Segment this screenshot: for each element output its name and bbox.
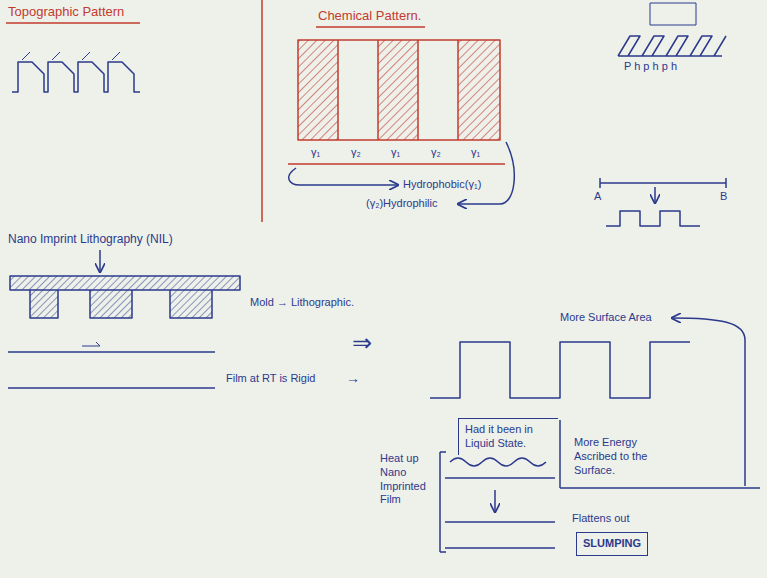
note-label: (γ₂)Hydrophilic — [366, 197, 438, 211]
note-label: Nano Imprint Lithography (NIL) — [8, 232, 173, 247]
note-label: Film at RT is Rigid — [226, 372, 315, 386]
arrow — [654, 187, 656, 203]
imprinted-film — [430, 342, 690, 398]
film — [445, 477, 555, 479]
bracket — [440, 452, 446, 552]
axis-line — [600, 182, 726, 184]
note-label: Chemical Pattern. — [318, 8, 421, 24]
note-label: Topographic Pattern — [8, 4, 124, 20]
node-text: SLUMPING — [583, 537, 641, 551]
note-label: P h p h p h — [624, 60, 677, 74]
note-label: γ₁ — [311, 146, 320, 160]
hatch — [22, 52, 120, 60]
wavy-surface — [450, 458, 546, 466]
frame-line — [559, 420, 561, 488]
square-wave — [606, 211, 700, 226]
divider — [261, 0, 263, 222]
topographic-pattern — [12, 62, 140, 92]
condition-box: Had it been in Liquid State. — [458, 418, 558, 455]
chemical-pattern — [288, 40, 505, 164]
note-label: Hydrophobic(γ₁) — [403, 178, 481, 192]
note-label: γ₁ — [471, 146, 480, 160]
mark — [82, 342, 100, 346]
note-label: Flattens out — [572, 512, 629, 526]
stamp-box — [650, 3, 696, 25]
note-label: A — [594, 190, 601, 204]
note-label: More Energy Ascribed to the Surface. — [574, 436, 678, 477]
film — [445, 547, 555, 549]
mold-teeth — [30, 290, 212, 318]
callout-arrow — [458, 142, 514, 204]
stripe-pattern — [618, 36, 726, 56]
callout-arrow — [672, 318, 745, 486]
note-label: B — [720, 190, 727, 204]
arrow — [99, 250, 101, 272]
callout-arrow — [289, 168, 398, 185]
film — [8, 387, 215, 389]
note-label: Mold → Lithographic. — [250, 296, 354, 310]
note-label: γ₂ — [431, 146, 441, 160]
underline — [6, 22, 140, 24]
note-label: γ₁ — [391, 146, 400, 160]
node-text: Had it been in Liquid State. — [465, 423, 552, 451]
note-label: Heat up Nano Imprinted Film — [380, 452, 436, 507]
term-box: SLUMPING — [576, 532, 648, 556]
film — [445, 521, 555, 523]
note-label: → — [346, 370, 360, 388]
note-label: ⇒ — [352, 328, 372, 358]
underline — [316, 26, 425, 28]
mold — [10, 276, 240, 290]
note-label: γ₂ — [351, 146, 361, 160]
film — [8, 351, 215, 353]
arrow — [494, 490, 496, 512]
note-label: More Surface Area — [560, 311, 652, 325]
frame-line — [560, 487, 760, 489]
